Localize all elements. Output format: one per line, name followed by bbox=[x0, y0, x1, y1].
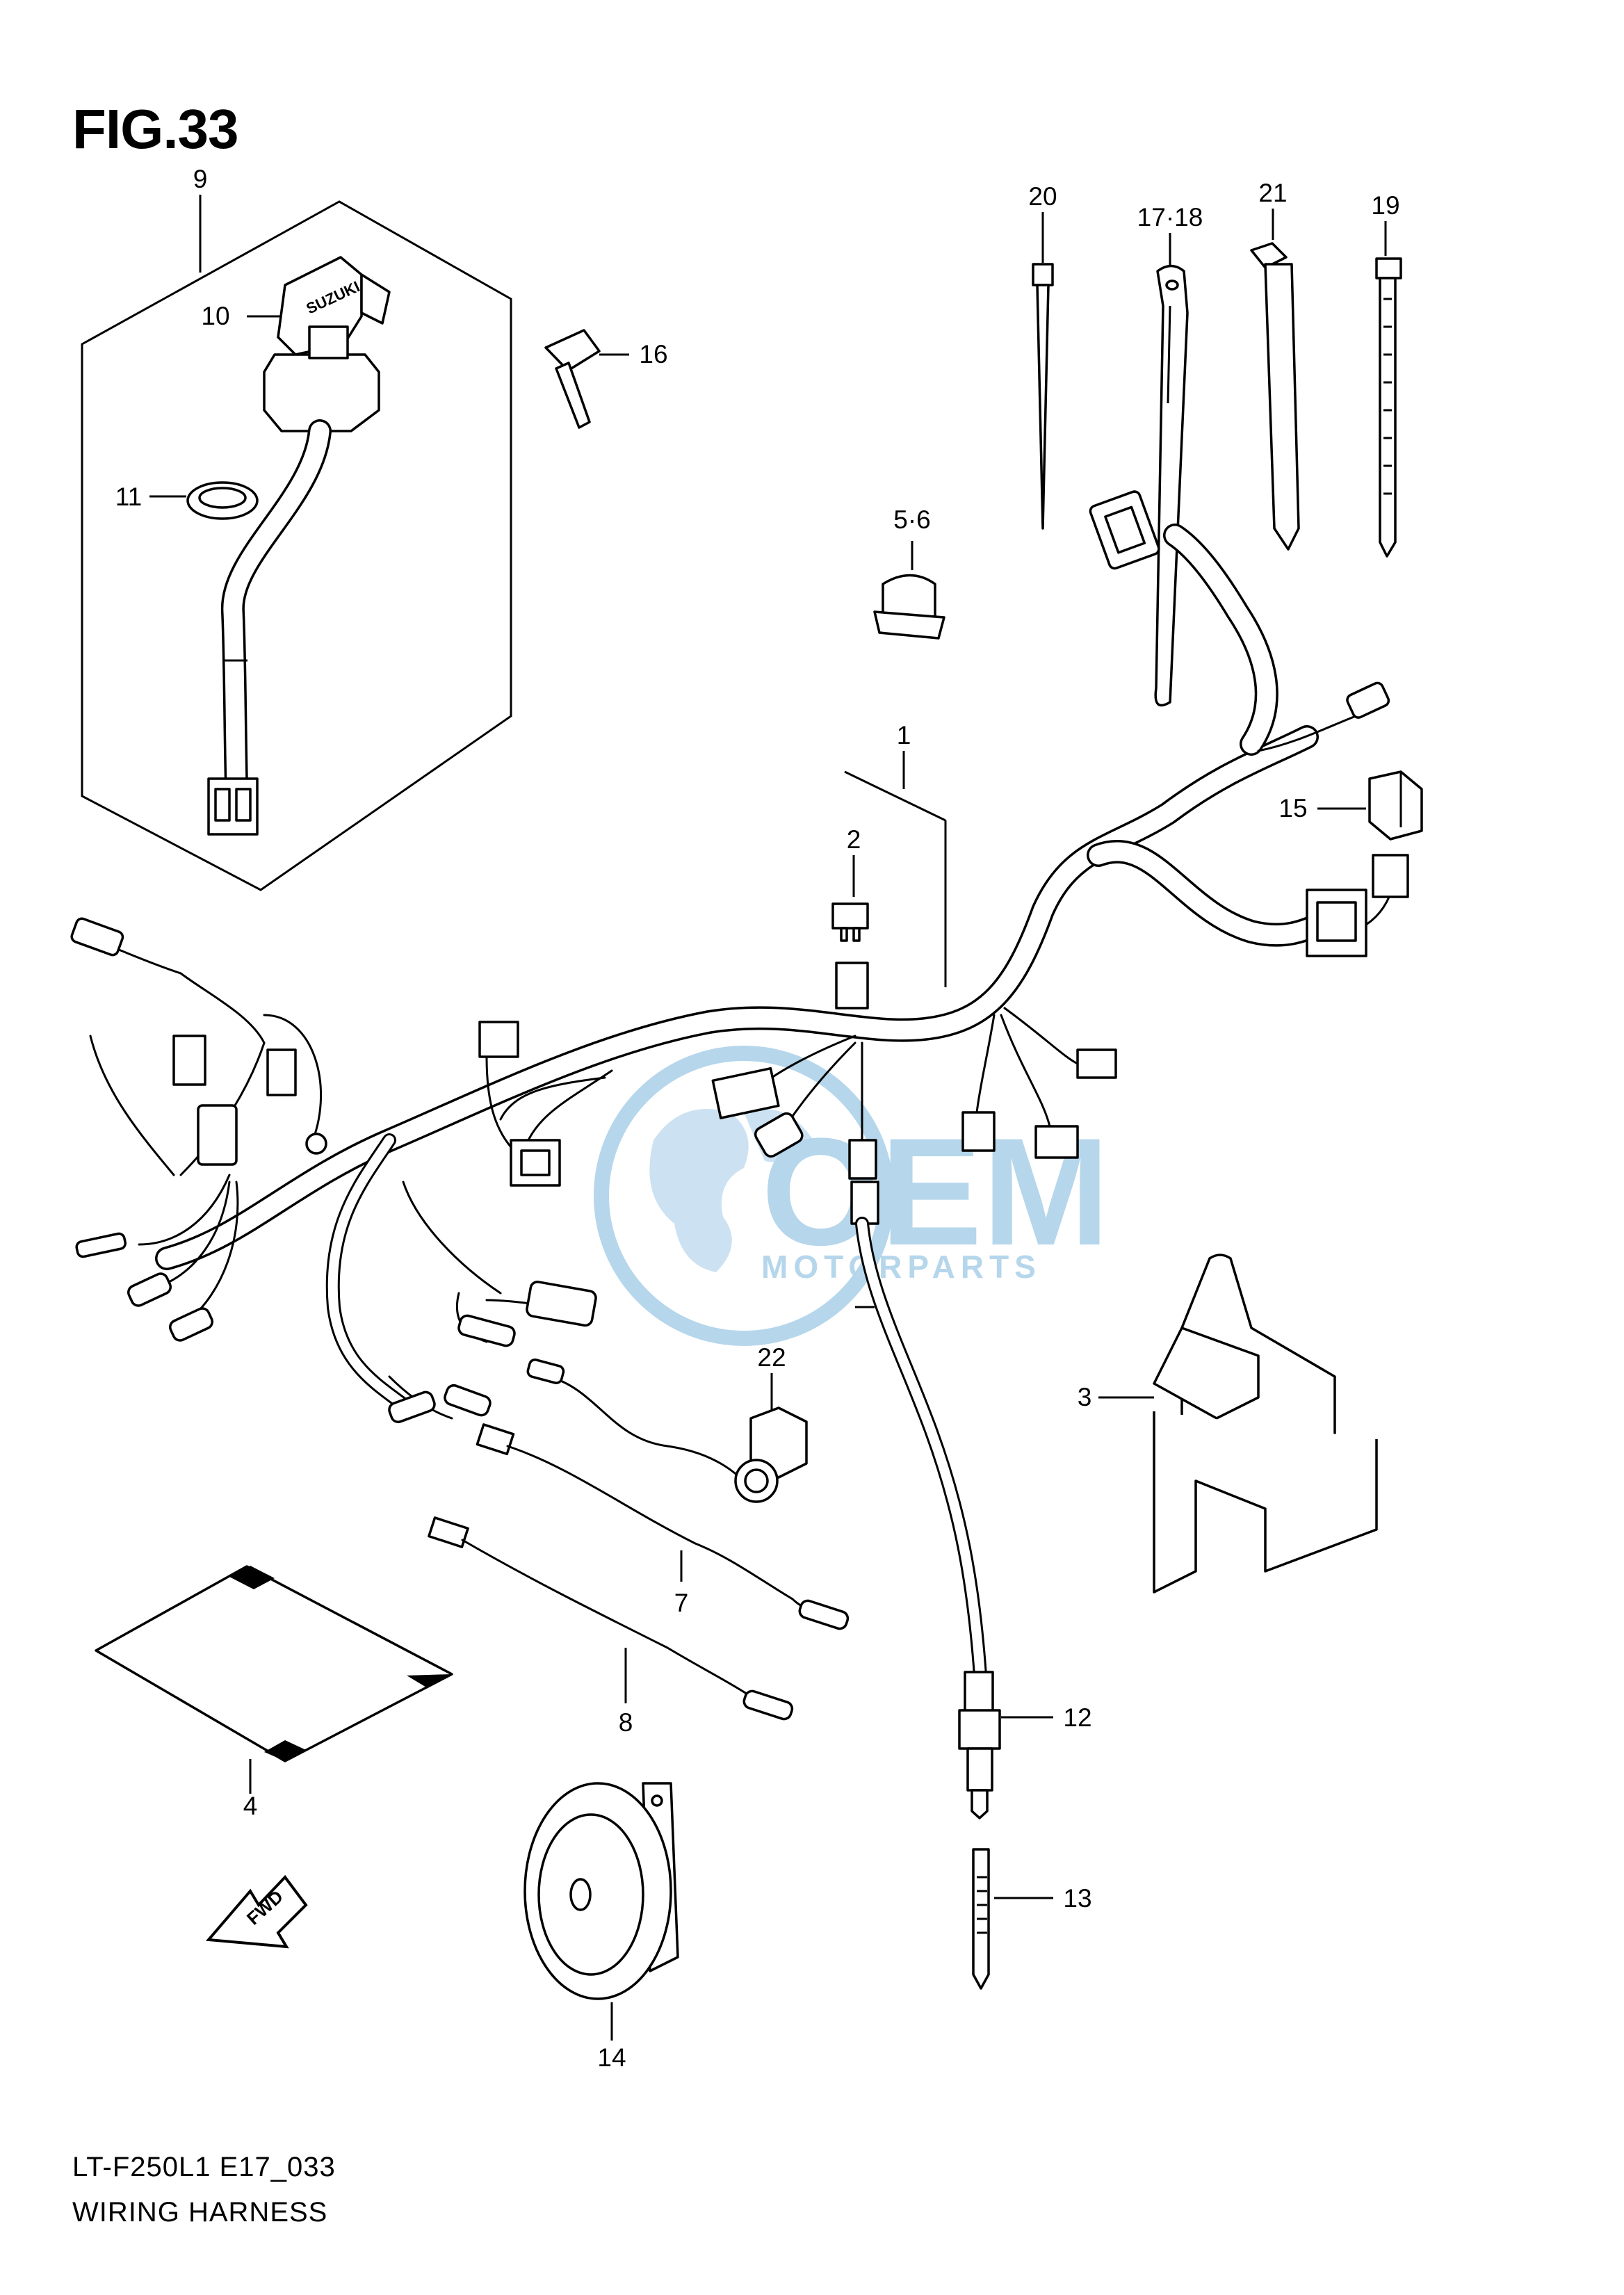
callout-7: 7 bbox=[674, 1589, 689, 1617]
main-wiring-harness bbox=[70, 490, 1423, 1682]
horn-14-part bbox=[523, 1782, 679, 2041]
callout-17-18: 17·18 bbox=[1137, 203, 1203, 232]
model-code: LT-F250L1 E17_033 bbox=[72, 2152, 336, 2182]
callout-15: 15 bbox=[1278, 794, 1307, 822]
watermark-tagline: MOTORPARTS bbox=[761, 1249, 1041, 1285]
key-head-icon bbox=[544, 329, 601, 372]
callout-3: 3 bbox=[1078, 1383, 1092, 1411]
ignition-key-icon bbox=[360, 273, 391, 325]
relay-socket bbox=[835, 962, 869, 1009]
cable-8-part bbox=[428, 1516, 794, 1721]
callout-14: 14 bbox=[597, 2043, 626, 2072]
tie-20-part bbox=[1032, 212, 1054, 530]
callout-9: 9 bbox=[193, 165, 208, 193]
callout-22: 22 bbox=[757, 1343, 786, 1372]
callout-5-6: 5·6 bbox=[893, 505, 930, 534]
callout-10: 10 bbox=[201, 302, 229, 330]
callout-12: 12 bbox=[1063, 1703, 1091, 1732]
ignition-switch-neck bbox=[308, 325, 349, 359]
harness-connector bbox=[711, 1067, 780, 1119]
callout-20: 20 bbox=[1028, 182, 1057, 211]
callout-2: 2 bbox=[847, 825, 861, 854]
strap-17-18-part bbox=[1154, 233, 1189, 707]
sensor-13-part bbox=[972, 1848, 1053, 1990]
callout-1: 1 bbox=[897, 721, 911, 749]
ignition-switch-part: SUZUKI bbox=[263, 256, 391, 432]
sensor-12-part bbox=[958, 1671, 1053, 1819]
callout-16: 16 bbox=[639, 340, 667, 368]
harness-connector bbox=[526, 1281, 597, 1327]
tie-19-part bbox=[1375, 221, 1402, 558]
forward-direction-arrow-icon: FWD bbox=[205, 1874, 308, 1949]
callout-19: 19 bbox=[1371, 191, 1399, 220]
section-title: WIRING HARNESS bbox=[72, 2197, 328, 2228]
connector-15-part bbox=[1317, 770, 1423, 841]
callout-8: 8 bbox=[619, 1708, 633, 1737]
watermark-globe-icon bbox=[594, 1046, 894, 1346]
key-part bbox=[544, 329, 629, 429]
harness-connector bbox=[197, 1104, 238, 1166]
clamp-part bbox=[873, 541, 945, 640]
callout-21: 21 bbox=[1258, 179, 1287, 207]
cable-7-part bbox=[476, 1423, 850, 1630]
ignition-switch-mount bbox=[263, 353, 380, 432]
callout-11: 11 bbox=[115, 482, 142, 511]
watermark-continent-shape bbox=[649, 1109, 749, 1272]
relay-part bbox=[831, 902, 869, 930]
key-blade bbox=[555, 362, 591, 429]
kit-outline-box bbox=[81, 200, 512, 891]
cover-3-part bbox=[1098, 1254, 1378, 1593]
figure-title: FIG.33 bbox=[72, 98, 239, 160]
ignition-switch-kit-group: SUZUKI bbox=[81, 195, 512, 891]
callout-13: 13 bbox=[1063, 1884, 1091, 1913]
callout-labels: 1 2 3 4 5·6 7 8 9 10 11 12 13 14 15 16 1… bbox=[115, 165, 1400, 2072]
tie-21-part bbox=[1250, 209, 1300, 551]
watermark: OEM MOTORPARTS bbox=[594, 1046, 1110, 1346]
insulator-sheet-part bbox=[95, 1565, 453, 1794]
callout-4: 4 bbox=[243, 1792, 258, 1820]
